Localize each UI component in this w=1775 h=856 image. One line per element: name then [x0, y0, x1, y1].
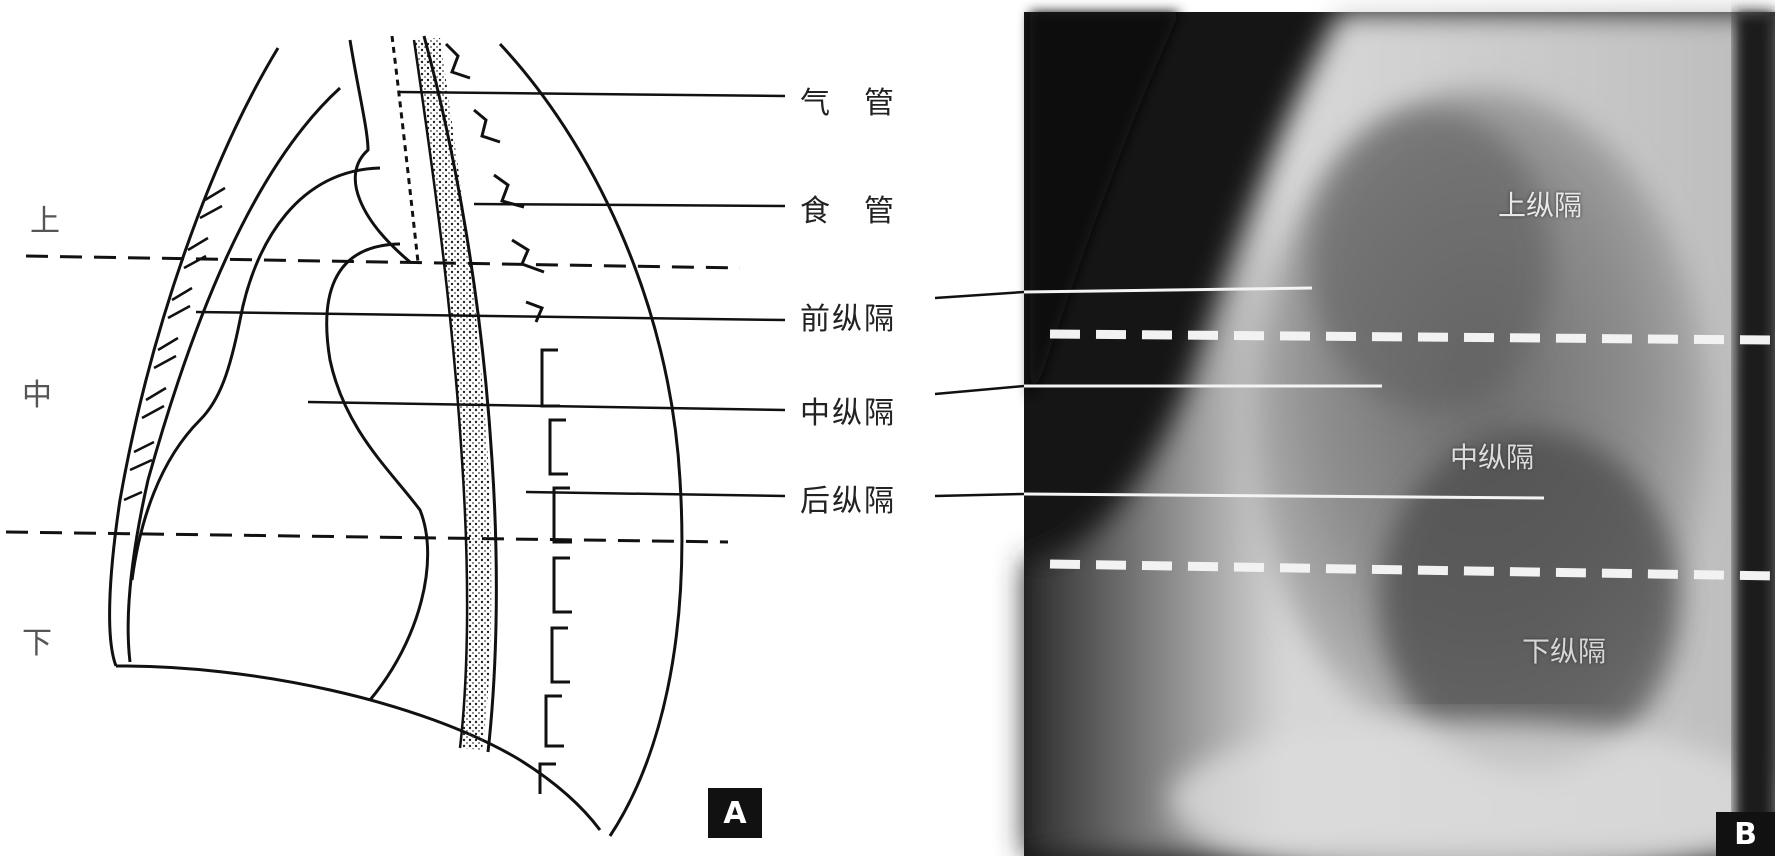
label-trachea: 气 管: [800, 78, 896, 122]
anterior-chest-wall: [110, 48, 278, 666]
leader-trachea: [398, 92, 785, 96]
aortic-arch: [132, 168, 380, 580]
label-anterior-mediastinum: 前纵隔: [800, 294, 896, 338]
posterior-chest-wall: [500, 44, 682, 836]
connector-posterior: [935, 494, 1024, 496]
connector-lines: [935, 292, 1024, 496]
panel-a-badge: A: [708, 788, 762, 838]
xray-label-lower: 下纵隔: [1522, 630, 1606, 670]
label-middle-mediastinum: 中纵隔: [800, 388, 896, 432]
region-label-upper: 上: [30, 196, 60, 240]
diaphragm: [116, 666, 600, 830]
trachea-posterior: [392, 36, 418, 262]
connector-anterior: [935, 292, 1024, 298]
heart-border: [327, 244, 428, 700]
panel-a-drawing: [6, 36, 785, 836]
esophagus-band: [414, 38, 491, 750]
region-label-middle: 中: [22, 370, 52, 414]
xray-label-upper: 上纵隔: [1498, 184, 1582, 224]
region-label-lower: 下: [22, 618, 52, 662]
leader-posterior: [526, 492, 785, 496]
sternum-inner-wall: [128, 88, 340, 662]
panel-b-badge: B: [1716, 812, 1775, 856]
trachea-anterior: [350, 40, 410, 262]
leader-anterior: [196, 312, 785, 320]
label-posterior-mediastinum: 后纵隔: [800, 476, 896, 520]
xray-label-middle: 中纵隔: [1450, 436, 1534, 476]
connector-middle: [935, 386, 1024, 394]
leader-middle: [308, 402, 785, 410]
region-dividers-a: [6, 256, 740, 542]
label-esophagus: 食 管: [800, 186, 896, 230]
panel-b-xray: [1024, 12, 1775, 856]
